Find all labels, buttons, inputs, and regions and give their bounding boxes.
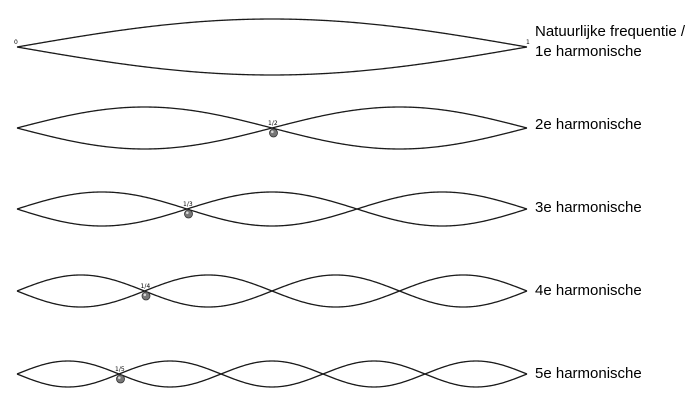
harmonic-4-label: 4e harmonische	[535, 281, 642, 301]
wave-envelope-lower	[16, 274, 528, 308]
node-fraction-label: 1/2	[268, 120, 278, 127]
harmonic-3-wave: 1/3	[16, 191, 528, 227]
harmonic-1-label-line: Natuurlijke frequentie /	[535, 23, 686, 40]
node-marker	[141, 291, 151, 301]
wave-envelope-upper	[16, 18, 528, 48]
node-marker-highlight	[118, 376, 121, 380]
harmonic-5-label-line: 5e harmonische	[535, 365, 642, 382]
harmonic-4-label-line: 4e harmonische	[535, 282, 642, 299]
node-marker-highlight	[143, 293, 147, 297]
harmonic-2-label: 2e harmonische	[535, 115, 642, 135]
wave-envelope-lower	[16, 191, 528, 227]
harmonic-2-wave: 1/2	[16, 106, 528, 150]
harmonic-4-wave: 1/4	[16, 274, 528, 308]
node-fraction-label: 1/3	[183, 201, 193, 208]
harmonic-1-label-line: 1e harmonische	[535, 43, 642, 60]
string-end-label: 1	[526, 39, 530, 46]
wave-envelope-lower	[16, 360, 528, 388]
harmonic-1-label: Natuurlijke frequentie / 1e harmonische	[535, 22, 685, 62]
harmonic-3-label-line: 3e harmonische	[535, 199, 642, 216]
string-start-label: 0	[14, 39, 18, 46]
node-marker	[116, 374, 125, 384]
harmonic-2-label-line: 2e harmonische	[535, 116, 642, 133]
node-fraction-label: 1/4	[141, 283, 151, 290]
wave-envelope-upper	[16, 191, 528, 227]
node-marker-highlight	[186, 211, 189, 215]
node-marker-highlight	[271, 130, 274, 134]
wave-envelope-lower	[16, 46, 528, 76]
node-fraction-label: 1/5	[115, 366, 125, 373]
harmonic-3-label: 3e harmonische	[535, 198, 642, 218]
wave-envelope-upper	[16, 360, 528, 388]
harmonic-5-wave: 1/5	[16, 360, 528, 388]
node-marker	[184, 209, 193, 219]
wave-envelope-lower	[16, 106, 528, 150]
harmonic-5-label: 5e harmonische	[535, 364, 642, 384]
node-marker	[269, 128, 278, 138]
